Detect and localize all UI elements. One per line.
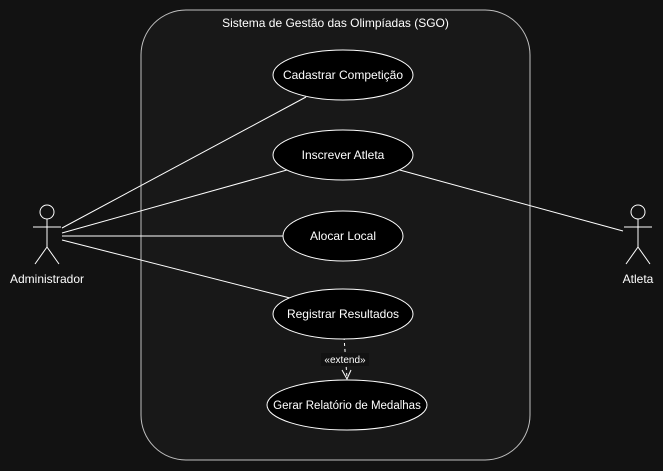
use-case-label: Alocar Local xyxy=(310,229,376,243)
actor-label: Atleta xyxy=(623,272,654,286)
use-case-gerar-relatorio-medalhas[interactable]: Gerar Relatório de Medalhas xyxy=(266,379,428,431)
use-case-cadastrar-competicao[interactable]: Cadastrar Competição xyxy=(272,49,414,101)
associations xyxy=(61,96,624,299)
association-admin-cadastrar[interactable] xyxy=(61,96,307,229)
association-admin-registrar[interactable] xyxy=(61,239,291,299)
extend-label: «extend» xyxy=(324,355,366,366)
extend-label-bg xyxy=(321,353,369,366)
association-atleta-inscrever[interactable] xyxy=(395,168,624,232)
use-case-label: Gerar Relatório de Medalhas xyxy=(273,400,421,412)
system-title: Sistema de Gestão das Olimpíadas (SGO) xyxy=(222,16,449,30)
actor-atleta[interactable]: Atleta xyxy=(623,204,654,286)
use-case-inscrever-atleta[interactable]: Inscrever Atleta xyxy=(272,129,414,181)
extend-arrowhead xyxy=(341,369,352,381)
actor-label: Administrador xyxy=(10,272,84,286)
use-case-label: Registrar Resultados xyxy=(287,307,399,321)
use-case-label: Inscrever Atleta xyxy=(302,148,385,162)
association-admin-inscrever[interactable] xyxy=(61,167,295,234)
use-case-registrar-resultados[interactable]: Registrar Resultados xyxy=(272,288,414,340)
use-case-label: Cadastrar Competição xyxy=(283,68,403,82)
use-case-alocar-local[interactable]: Alocar Local xyxy=(282,210,404,262)
actor-administrador[interactable]: Administrador xyxy=(10,204,84,286)
actor-stick-figure-icon xyxy=(624,204,652,265)
extend-relation[interactable]: «extend» xyxy=(321,336,369,381)
actor-stick-figure-icon xyxy=(33,204,61,265)
